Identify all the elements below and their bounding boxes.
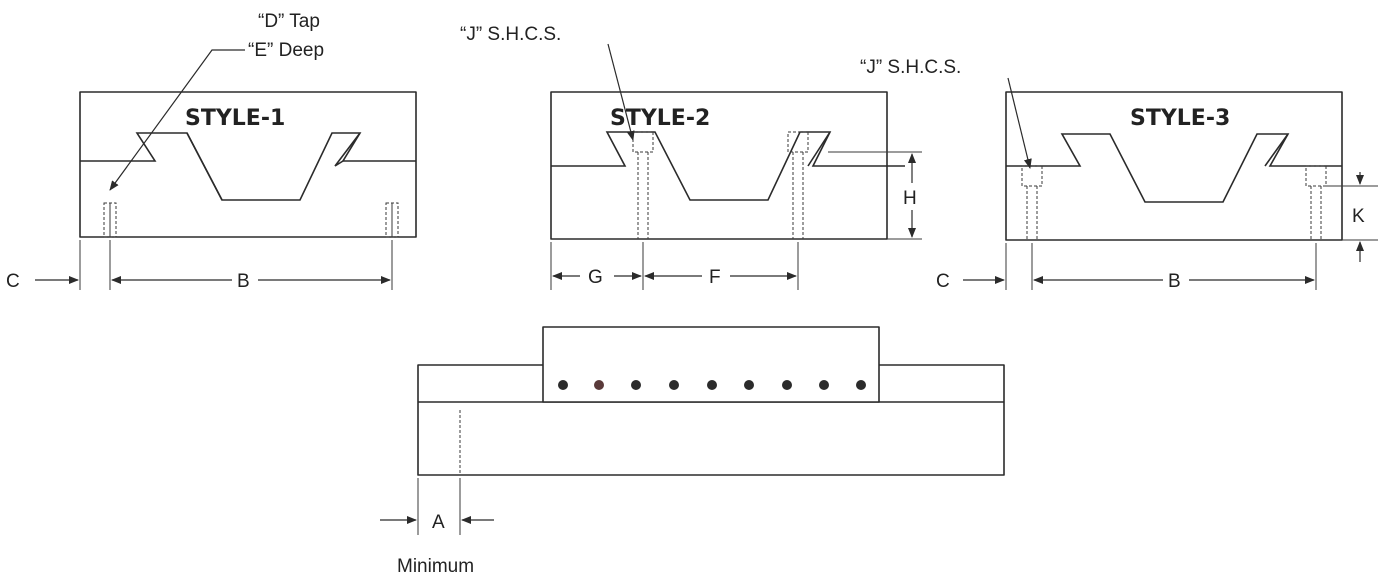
style-3-screw-right — [1305, 165, 1327, 240]
deep-callout: “E” Deep — [248, 40, 324, 61]
style-1-body — [79, 91, 417, 238]
style-2-view: STYLE-2 “J” S.H.C.S. G F H — [460, 24, 922, 290]
style-2-dovetail-profile — [551, 131, 905, 201]
style-2-screw-right — [787, 131, 809, 239]
minimum-label: Minimum — [397, 556, 474, 577]
style-2-screw-left — [632, 131, 654, 239]
side-view-carriage — [542, 326, 880, 403]
tap-callout: “D” Tap — [258, 11, 320, 32]
shcs2-leader-line — [607, 43, 635, 141]
style-3-title: STYLE-3 — [1130, 106, 1230, 131]
tap-leader-line — [109, 49, 245, 191]
c1-label: C — [6, 271, 20, 292]
side-view-screw-holes — [558, 380, 866, 390]
style-1-view: STYLE-1 “D” Tap “E” Deep C B — [6, 11, 417, 292]
k-label: K — [1352, 206, 1365, 227]
g-label: G — [588, 267, 603, 288]
style-1-title: STYLE-1 — [185, 106, 285, 131]
b3-label: B — [1168, 271, 1181, 292]
shcs-callout-style-2: “J” S.H.C.S. — [460, 24, 561, 45]
side-view: A Minimum — [380, 326, 1005, 577]
style-3-dovetail-profile — [1006, 133, 1342, 203]
f-label: F — [709, 267, 721, 288]
h-label: H — [903, 188, 917, 209]
style-1-dovetail-profile — [80, 132, 416, 201]
style-1-tapped-hole-left — [103, 202, 117, 238]
c3-label: C — [936, 271, 950, 292]
style-3-view: STYLE-3 “J” S.H.C.S. C B K — [860, 57, 1378, 292]
a-label: A — [432, 512, 445, 533]
shcs3-leader-line — [1007, 77, 1032, 169]
shcs-callout-style-3: “J” S.H.C.S. — [860, 57, 961, 78]
style-2-title: STYLE-2 — [610, 106, 710, 131]
style-1-tapped-hole-right — [385, 202, 399, 238]
style-3-screw-left — [1021, 165, 1043, 240]
b1-label: B — [237, 271, 250, 292]
